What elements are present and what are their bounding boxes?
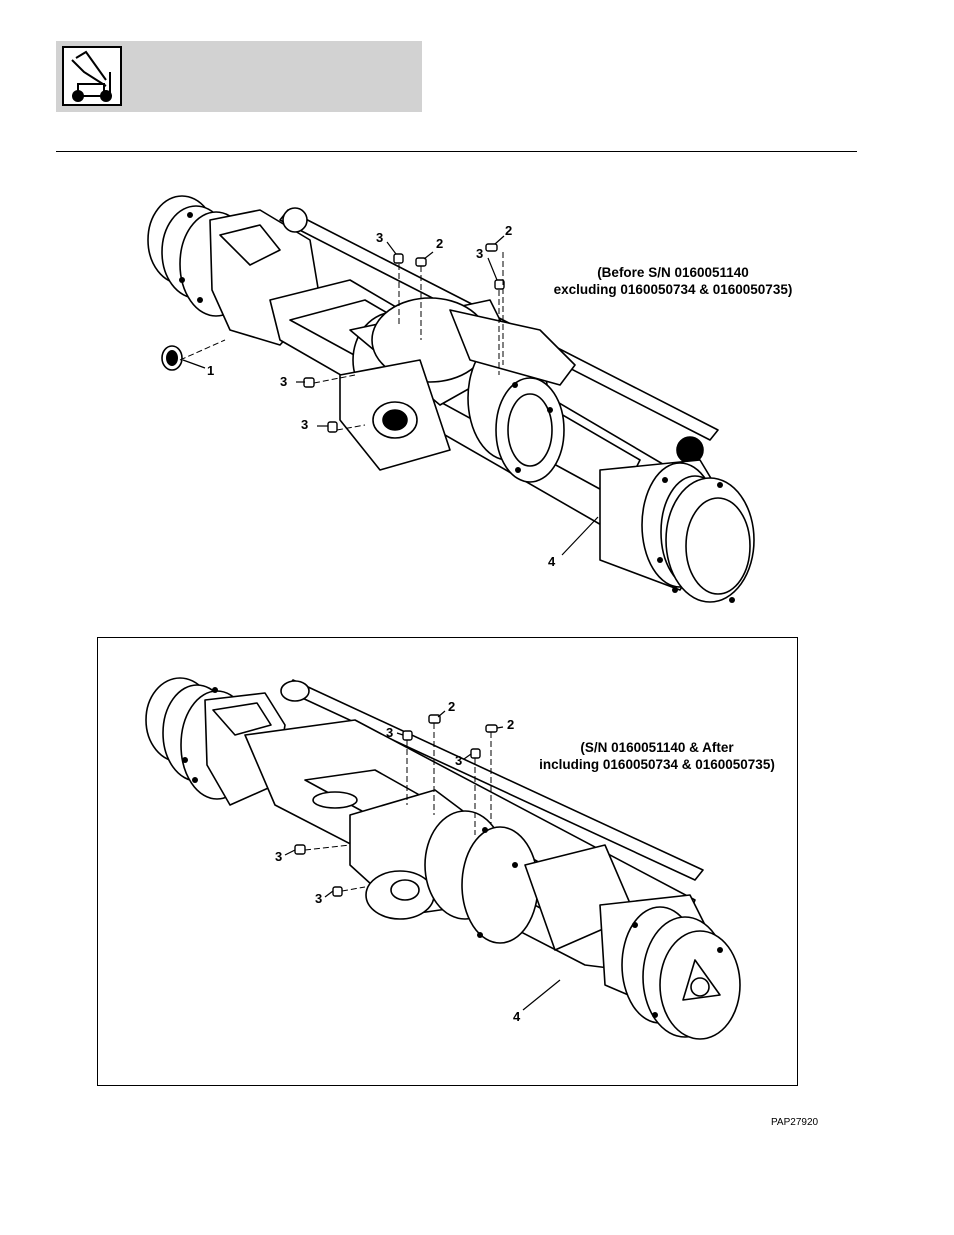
callout-2: 2 xyxy=(507,717,514,732)
figure-id: PAP27920 xyxy=(771,1117,819,1128)
callout-2: 2 xyxy=(448,699,455,714)
callout-2: 2 xyxy=(436,236,443,251)
callout-3: 3 xyxy=(386,725,393,740)
forklift-icon xyxy=(62,46,122,106)
caption-line: (Before S/N 0160051140 xyxy=(597,265,749,280)
caption-line: excluding 0160050734 & 0160050735) xyxy=(553,282,793,297)
callout-3: 3 xyxy=(280,374,287,389)
bottom-axle-drawing: 2 3 2 3 3 3 4 xyxy=(145,677,741,1040)
bottom-diagram-frame xyxy=(97,637,798,1086)
callout-3: 3 xyxy=(376,230,383,245)
top-axle-drawing: 3 2 2 3 1 3 3 4 xyxy=(147,195,755,603)
callout-3: 3 xyxy=(275,849,282,864)
caption-line: including 0160050734 & 0160050735) xyxy=(539,757,775,772)
top-axle-diagram: 3 2 2 3 1 3 3 4 xyxy=(120,180,800,610)
callout-3: 3 xyxy=(301,417,308,432)
bottom-diagram-caption: (S/N 0160051140 & After including 016005… xyxy=(522,739,792,773)
header-rule xyxy=(56,151,857,152)
callout-1: 1 xyxy=(207,363,214,378)
bottom-axle-diagram: 2 3 2 3 3 3 4 xyxy=(135,665,775,1065)
callout-3: 3 xyxy=(315,891,322,906)
callout-3: 3 xyxy=(455,753,462,768)
callout-3: 3 xyxy=(476,246,483,261)
callout-2: 2 xyxy=(505,223,512,238)
caption-line: (S/N 0160051140 & After xyxy=(580,740,734,755)
header-box xyxy=(56,41,422,112)
top-diagram-caption: (Before S/N 0160051140 excluding 0160050… xyxy=(538,264,808,298)
callout-4: 4 xyxy=(548,554,556,569)
callout-4: 4 xyxy=(513,1009,521,1024)
